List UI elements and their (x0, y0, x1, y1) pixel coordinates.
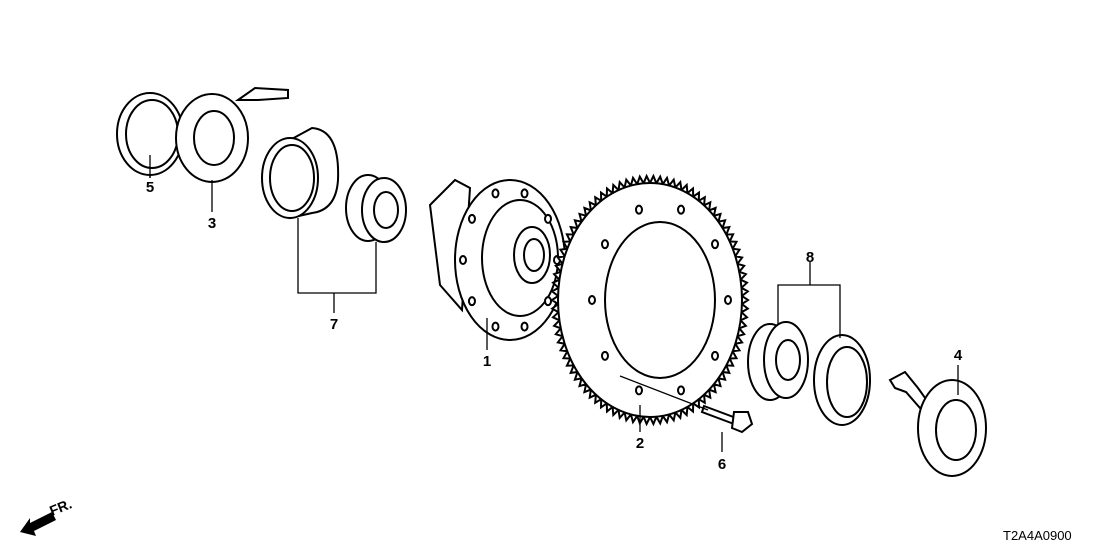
bolt-hole (491, 188, 500, 199)
callout-5[interactable]: 5 (146, 179, 154, 196)
bolt-hole (467, 296, 476, 307)
part-4-plate[interactable] (888, 370, 987, 477)
part-7-bearing[interactable] (261, 126, 407, 243)
bolt-hole (677, 204, 686, 215)
part-8-bearing[interactable] (747, 321, 871, 426)
leader-lines (149, 155, 959, 452)
front-direction-arrow-icon: FR. (20, 495, 74, 536)
callout-1[interactable]: 1 (483, 353, 491, 370)
callout-6[interactable]: 6 (718, 456, 726, 473)
bolt-hole (520, 188, 529, 199)
bolt-hole (711, 239, 720, 250)
bolt-hole (544, 213, 553, 224)
part-3-plate[interactable] (175, 86, 289, 183)
bolt-hole (459, 255, 467, 265)
callout-4[interactable]: 4 (954, 347, 963, 364)
bolt-hole (634, 204, 643, 215)
callout-2[interactable]: 2 (636, 435, 644, 452)
callout-3[interactable]: 3 (208, 215, 216, 232)
diagram-code: T2A4A0900 (1003, 528, 1072, 543)
bolt-hole (677, 385, 686, 396)
front-label: FR. (47, 495, 74, 518)
bolt-hole (588, 295, 596, 305)
part-6-bolt[interactable] (700, 404, 754, 434)
part-2-ring-gear[interactable] (550, 173, 750, 427)
bolt-hole (520, 321, 529, 332)
callout-7[interactable]: 7 (330, 316, 338, 333)
bolt-hole (600, 239, 609, 250)
part-1-differential-case[interactable] (428, 178, 566, 341)
bolt-hole (634, 385, 643, 396)
bolt-hole (711, 350, 720, 361)
bolt-hole (544, 296, 553, 307)
bolt-hole (491, 321, 500, 332)
callout-8[interactable]: 8 (806, 249, 814, 266)
bolt-hole (467, 213, 476, 224)
bolt-hole (600, 350, 609, 361)
bolt-hole (724, 295, 732, 305)
